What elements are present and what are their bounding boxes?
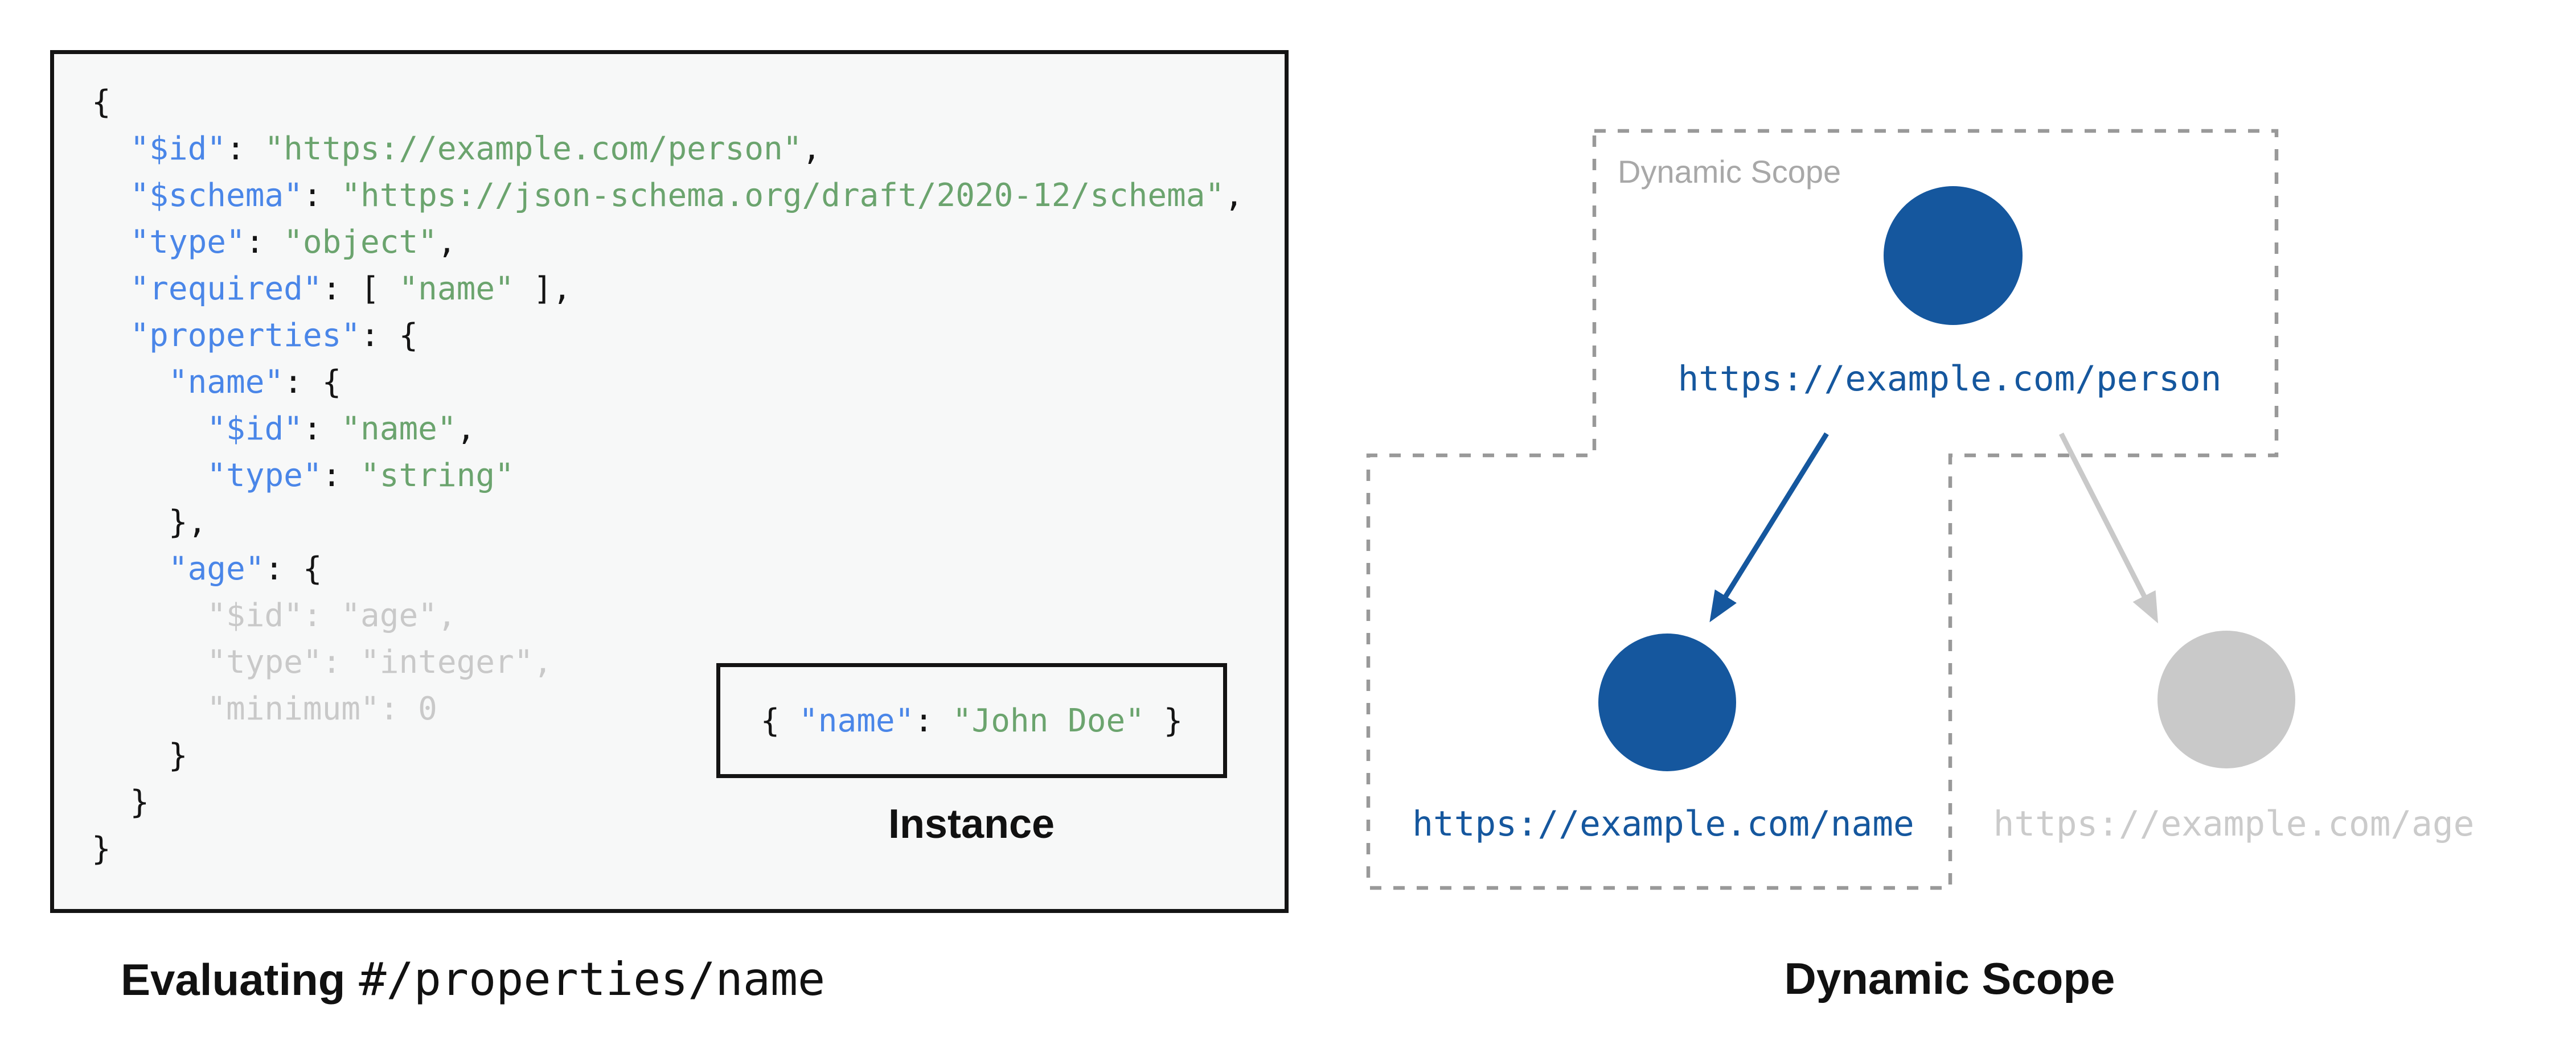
- instance-code: { "name": "John Doe" }: [761, 702, 1183, 739]
- code-line: "age": {: [92, 546, 1285, 593]
- name-node-url: https://example.com/name: [1412, 804, 1914, 844]
- code-line: "$id": "age",: [92, 593, 1285, 639]
- code-line: }: [92, 826, 1285, 873]
- left-caption-pointer: #/properties/name: [359, 953, 826, 1006]
- age-node-url: https://example.com/age: [1993, 804, 2475, 844]
- person-schema-node: [1884, 186, 2023, 325]
- arrow-person-to-name: [1709, 432, 1829, 623]
- code-token: : [: [322, 270, 399, 307]
- code-token: "https://json-schema.org/draft/2020-12/s…: [341, 177, 1225, 214]
- age-schema-node: [2157, 631, 2295, 768]
- left-caption-word: Evaluating: [121, 955, 346, 1005]
- code-token: : {: [284, 364, 342, 401]
- code-token: : {: [264, 550, 322, 587]
- code-token: :: [245, 224, 284, 261]
- code-token: "$schema": [130, 177, 303, 214]
- code-token: "string": [360, 457, 514, 494]
- code-line: "type": "string": [92, 453, 1285, 499]
- code-line: {: [92, 79, 1285, 126]
- code-token: ,: [456, 410, 476, 447]
- code-line: "type": "integer",: [92, 639, 1285, 686]
- code-token: }: [92, 737, 188, 774]
- code-token: "type": "integer",: [92, 644, 553, 681]
- code-token: "$id": [130, 130, 227, 167]
- code-line: "required": [ "name" ],: [92, 266, 1285, 312]
- code-token: ],: [514, 270, 572, 307]
- schema-code-box: { "$id": "https://example.com/person", "…: [50, 50, 1289, 913]
- code-line: "$id": "https://example.com/person",: [92, 126, 1285, 172]
- code-token: "name": [168, 364, 284, 401]
- code-line: },: [92, 499, 1285, 546]
- code-token: :: [226, 130, 265, 167]
- left-caption: Evaluating #/properties/name: [121, 953, 825, 1006]
- code-token: {: [92, 84, 111, 121]
- dynamic-scope-outline: [1366, 129, 2279, 890]
- code-token: "age": [168, 550, 265, 587]
- code-token: ,: [1224, 177, 1244, 214]
- code-line: "properties": {: [92, 312, 1285, 359]
- code-token: "required": [130, 270, 322, 307]
- schema-code: { "$id": "https://example.com/person", "…: [54, 54, 1285, 873]
- code-token: :: [302, 177, 342, 214]
- right-caption: Dynamic Scope: [1784, 953, 2115, 1003]
- code-token: }: [92, 830, 111, 867]
- code-line: "type": "object",: [92, 219, 1285, 266]
- code-token: "$id": "age",: [92, 597, 457, 634]
- code-line: "$id": "name",: [92, 406, 1285, 453]
- code-token: {: [760, 702, 799, 739]
- code-token: "type": [130, 224, 245, 261]
- code-token: "object": [284, 224, 437, 261]
- code-token: "name": [341, 410, 457, 447]
- code-token: }: [1144, 702, 1183, 739]
- code-token: :: [914, 702, 953, 739]
- code-line: "$schema": "https://json-schema.org/draf…: [92, 172, 1285, 219]
- code-token: "minimum": 0: [92, 690, 437, 727]
- code-token: "name": [799, 702, 914, 739]
- code-line: }: [92, 779, 1285, 826]
- code-token: :: [302, 410, 342, 447]
- code-token: "John Doe": [952, 702, 1145, 739]
- code-token: "name": [399, 270, 514, 307]
- arrow-person-to-age: [2058, 432, 2159, 624]
- code-line: "name": {: [92, 359, 1285, 406]
- code-token: },: [92, 504, 207, 541]
- code-line: }: [92, 733, 1285, 779]
- instance-box: { "name": "John Doe" }: [716, 663, 1227, 778]
- code-token: "https://example.com/person": [264, 130, 802, 167]
- code-token: "type": [207, 457, 322, 494]
- name-schema-node: [1598, 634, 1736, 771]
- instance-label: Instance: [888, 801, 1055, 847]
- code-token: ,: [437, 224, 457, 261]
- code-token: }: [92, 784, 150, 821]
- code-line: "minimum": 0: [92, 686, 1285, 733]
- code-token: ,: [802, 130, 822, 167]
- code-token: "$id": [207, 410, 303, 447]
- code-token: :: [322, 457, 361, 494]
- code-token: "properties": [130, 317, 361, 354]
- code-token: : {: [360, 317, 419, 354]
- person-node-url: https://example.com/person: [1677, 359, 2222, 399]
- dynamic-scope-inner-label: Dynamic Scope: [1618, 154, 1841, 190]
